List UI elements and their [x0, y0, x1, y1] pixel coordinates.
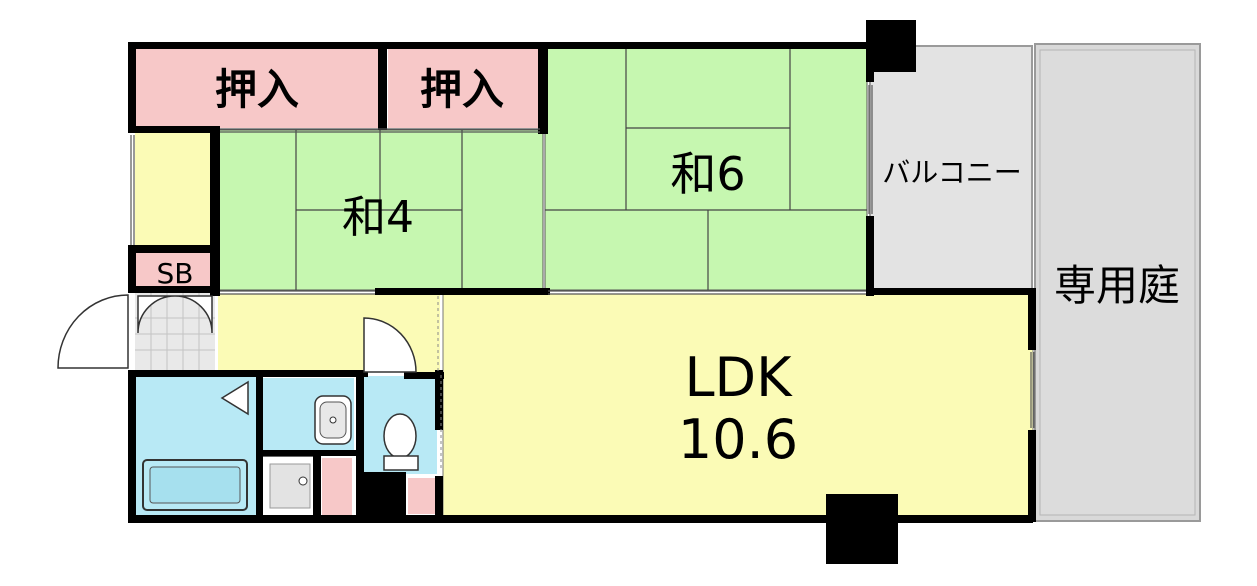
closet-left-area — [135, 48, 380, 128]
balcony-label: バルコニー — [882, 156, 1021, 189]
balcony-area — [869, 45, 1033, 291]
garden-label: 専用庭 — [1054, 261, 1180, 310]
closet-left-label: 押入 — [215, 65, 299, 114]
washitsu-6-area — [544, 47, 868, 291]
entrance-door — [57, 294, 129, 369]
column-top-right — [866, 20, 916, 72]
column-bottom — [826, 494, 898, 564]
washitsu-6-label: 和6 — [670, 147, 745, 201]
washitsu-4-label: 和4 — [342, 192, 414, 243]
closet-right-area — [388, 48, 538, 128]
shoe-box-area — [135, 252, 215, 288]
ldk-area — [442, 293, 1034, 517]
ldk-name-label: LDK — [684, 346, 793, 409]
storage-left-area — [135, 132, 215, 247]
closet-right-label: 押入 — [420, 65, 504, 114]
toilet-door — [363, 317, 417, 373]
shoe-box-label: SB — [157, 257, 194, 290]
toilet-bowl — [383, 413, 417, 459]
ldk-size-label: 10.6 — [678, 408, 798, 471]
